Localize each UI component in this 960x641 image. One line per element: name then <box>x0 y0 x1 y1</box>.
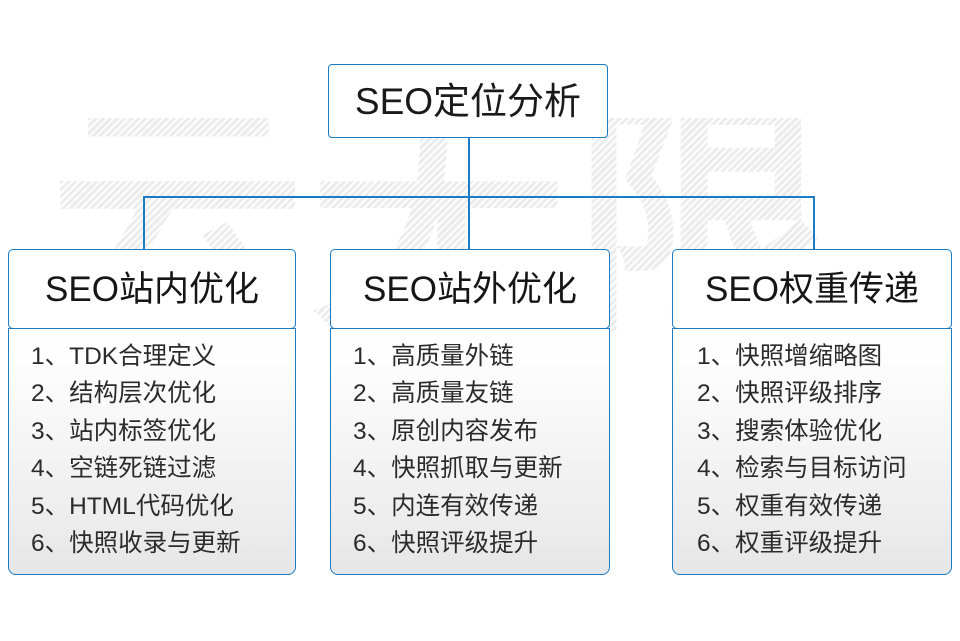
branch-header-2: SEO站外优化 <box>330 249 610 329</box>
branch-body-3: 1、快照增缩略图 2、快照评级排序 3、搜索体验优化 4、检索与目标访问 5、权… <box>672 327 952 575</box>
list-item: 6、快照收录与更新 <box>9 532 295 557</box>
list-item-text: 4、检索与目标访问 <box>697 455 907 483</box>
list-item: 6、快照评级提升 <box>331 532 609 557</box>
list-item-text: 6、快照收录与更新 <box>31 530 241 558</box>
list-item: 4、快照抓取与更新 <box>331 457 609 482</box>
list-item-text: 5、HTML代码优化 <box>31 492 234 520</box>
branch-header-label-1: SEO站内优化 <box>45 269 259 309</box>
list-item-text: 2、高质量友链 <box>353 380 514 408</box>
list-item: 5、权重有效传递 <box>673 492 951 520</box>
branch-column-3: SEO权重传递 1、快照增缩略图 2、快照评级排序 3、搜索体验优化 4、检索与… <box>672 249 952 575</box>
list-item: 2、结构层次优化 <box>9 382 295 407</box>
list-item: 5、HTML代码优化 <box>9 492 295 520</box>
list-item: 5、内连有效传递 <box>331 492 609 520</box>
list-item: 4、检索与目标访问 <box>673 457 951 482</box>
list-item: 3、搜索体验优化 <box>673 417 951 445</box>
list-item-text: 4、空链死链过滤 <box>31 455 217 483</box>
list-item-text: 6、快照评级提升 <box>353 530 539 558</box>
root-node-label: SEO定位分析 <box>354 80 582 122</box>
root-node: SEO定位分析 <box>328 64 608 138</box>
list-item-text: 3、搜索体验优化 <box>697 417 883 445</box>
branch-body-2: 1、高质量外链 2、高质量友链 3、原创内容发布 4、快照抓取与更新 5、内连有… <box>330 327 610 575</box>
list-item-text: 1、高质量外链 <box>353 342 514 370</box>
list-item-text: 2、快照评级排序 <box>697 380 883 408</box>
list-item: 1、高质量外链 <box>331 342 609 370</box>
branch-header-1: SEO站内优化 <box>8 249 296 329</box>
branch-header-label-3: SEO权重传递 <box>705 269 919 309</box>
list-item: 3、站内标签优化 <box>9 417 295 445</box>
list-item-text: 1、快照增缩略图 <box>697 342 883 370</box>
list-item: 4、空链死链过滤 <box>9 457 295 482</box>
list-item-text: 6、权重评级提升 <box>697 530 883 558</box>
connector-root-vertical <box>468 138 470 197</box>
branch-body-1: 1、TDK合理定义 2、结构层次优化 3、站内标签优化 4、空链死链过滤 5、H… <box>8 327 296 575</box>
list-item-text: 1、TDK合理定义 <box>31 342 217 370</box>
list-item: 2、高质量友链 <box>331 382 609 407</box>
list-item: 2、快照评级排序 <box>673 382 951 407</box>
list-item-text: 5、内连有效传递 <box>353 492 539 520</box>
list-item-text: 5、权重有效传递 <box>697 492 883 520</box>
list-item-text: 4、快照抓取与更新 <box>353 455 563 483</box>
connector-branch-3-vertical <box>813 196 815 250</box>
list-item: 3、原创内容发布 <box>331 417 609 445</box>
branch-column-2: SEO站外优化 1、高质量外链 2、高质量友链 3、原创内容发布 4、快照抓取与… <box>330 249 610 575</box>
branch-header-3: SEO权重传递 <box>672 249 952 329</box>
list-item-text: 2、结构层次优化 <box>31 380 217 408</box>
branch-column-1: SEO站内优化 1、TDK合理定义 2、结构层次优化 3、站内标签优化 4、空链… <box>8 249 296 575</box>
connector-branch-1-vertical <box>143 196 145 250</box>
connector-horizontal-bus <box>143 196 814 198</box>
list-item-text: 3、原创内容发布 <box>353 417 539 445</box>
list-item-text: 3、站内标签优化 <box>31 417 217 445</box>
list-item: 1、快照增缩略图 <box>673 342 951 370</box>
connector-branch-2-vertical <box>468 196 470 250</box>
list-item: 6、权重评级提升 <box>673 532 951 557</box>
branch-header-label-2: SEO站外优化 <box>363 269 577 309</box>
list-item: 1、TDK合理定义 <box>9 342 295 370</box>
